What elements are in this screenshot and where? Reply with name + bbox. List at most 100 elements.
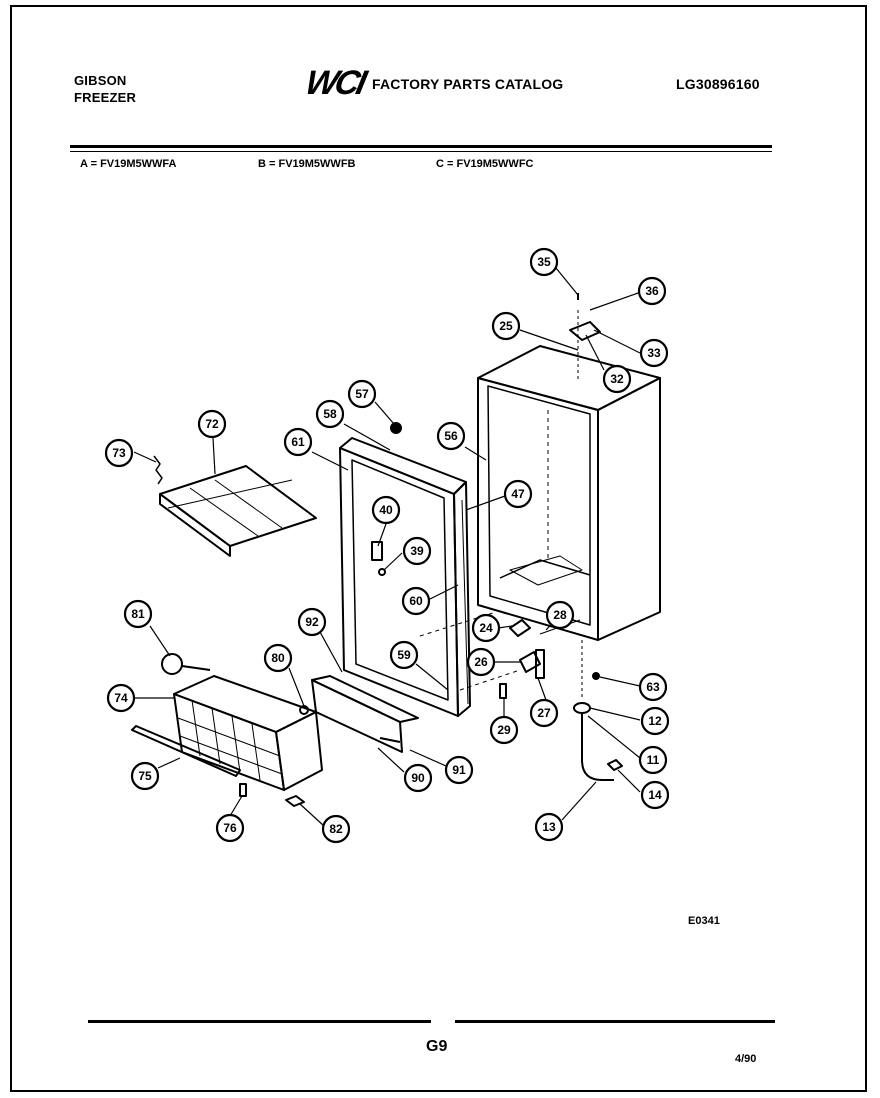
callout-circle bbox=[389, 640, 419, 670]
callout-36: 36 bbox=[637, 276, 667, 306]
callout-60: 60 bbox=[401, 586, 431, 616]
callout-circle bbox=[638, 672, 668, 702]
callout-number: 81 bbox=[131, 607, 145, 621]
callout-number: 35 bbox=[537, 255, 551, 269]
callout-47: 47 bbox=[503, 479, 533, 509]
callout-number: 80 bbox=[271, 651, 285, 665]
callout-59: 59 bbox=[389, 640, 419, 670]
callout-number: 92 bbox=[305, 615, 319, 629]
callout-92: 92 bbox=[297, 607, 327, 637]
callout-number: 29 bbox=[497, 723, 511, 737]
callout-circle bbox=[545, 600, 575, 630]
callout-number: 11 bbox=[647, 753, 660, 767]
callout-number: 57 bbox=[355, 387, 369, 401]
hinge-parts-drawing bbox=[499, 619, 600, 700]
callout-40: 40 bbox=[371, 495, 401, 525]
callout-58: 58 bbox=[315, 399, 345, 429]
drain-parts-drawing bbox=[573, 702, 623, 781]
callout-number: 40 bbox=[379, 503, 393, 517]
callout-circle bbox=[402, 536, 432, 566]
callout-circle bbox=[491, 311, 521, 341]
callout-14: 14 bbox=[640, 780, 670, 810]
callout-74: 74 bbox=[106, 683, 136, 713]
basket-drawing bbox=[131, 653, 323, 807]
callout-number: 59 bbox=[397, 648, 411, 662]
document-number: LG30896160 bbox=[676, 76, 760, 92]
callout-81: 81 bbox=[123, 599, 153, 629]
callout-circle bbox=[106, 683, 136, 713]
callout-73: 73 bbox=[104, 438, 134, 468]
revision-date: 4/90 bbox=[735, 1053, 757, 1065]
callout-number: 12 bbox=[648, 714, 662, 728]
model-b: B = FV19M5WWFB bbox=[258, 158, 356, 170]
callout-75: 75 bbox=[130, 761, 160, 791]
callout-number: 90 bbox=[411, 771, 425, 785]
callout-13: 13 bbox=[534, 812, 564, 842]
callout-circle bbox=[529, 247, 559, 277]
callout-circle bbox=[602, 364, 632, 394]
callout-number: 25 bbox=[499, 319, 513, 333]
callout-circle bbox=[197, 409, 227, 439]
callout-circle bbox=[321, 814, 351, 844]
callout-circle bbox=[371, 495, 401, 525]
callout-32: 32 bbox=[602, 364, 632, 394]
callout-number: 63 bbox=[646, 680, 660, 694]
callout-circle bbox=[639, 338, 669, 368]
callout-57: 57 bbox=[347, 379, 377, 409]
callout-90: 90 bbox=[403, 763, 433, 793]
footer-rule-right bbox=[455, 1020, 775, 1023]
callout-number: 61 bbox=[291, 435, 305, 449]
callout-circle bbox=[403, 763, 433, 793]
callout-39: 39 bbox=[402, 536, 432, 566]
callout-76: 76 bbox=[215, 813, 245, 843]
callout-circle bbox=[436, 421, 466, 451]
callout-61: 61 bbox=[283, 427, 313, 457]
callout-circle bbox=[466, 647, 496, 677]
header-rule bbox=[70, 145, 772, 148]
callout-circle bbox=[104, 438, 134, 468]
page-number: G9 bbox=[426, 1038, 448, 1055]
toe-grille-drawing bbox=[311, 675, 419, 753]
callout-circle bbox=[503, 479, 533, 509]
callout-number: 75 bbox=[138, 769, 152, 783]
callout-circle bbox=[640, 706, 670, 736]
callout-number: 58 bbox=[323, 407, 337, 421]
shelf-drawing bbox=[153, 455, 317, 557]
brand-name: GIBSON bbox=[74, 73, 127, 88]
door-drawing bbox=[339, 422, 471, 717]
callout-circle bbox=[444, 755, 474, 785]
callout-11: 11 bbox=[638, 745, 668, 775]
header-rule-thin bbox=[70, 151, 772, 152]
callout-33: 33 bbox=[639, 338, 669, 368]
callout-91: 91 bbox=[444, 755, 474, 785]
callout-number: 56 bbox=[444, 429, 458, 443]
callout-63: 63 bbox=[638, 672, 668, 702]
callout-82: 82 bbox=[321, 814, 351, 844]
callout-number: 39 bbox=[410, 544, 424, 558]
callout-number: 24 bbox=[479, 621, 493, 635]
callout-circle bbox=[638, 745, 668, 775]
callout-24: 24 bbox=[471, 613, 501, 643]
callout-27: 27 bbox=[529, 698, 559, 728]
callout-number: 36 bbox=[645, 284, 659, 298]
callout-circle bbox=[215, 813, 245, 843]
diagram-code: E0341 bbox=[688, 915, 720, 927]
catalog-sheet bbox=[10, 5, 867, 1092]
callout-circle bbox=[640, 780, 670, 810]
callout-72: 72 bbox=[197, 409, 227, 439]
model-c: C = FV19M5WWFC bbox=[436, 158, 534, 170]
callout-number: 33 bbox=[647, 346, 661, 360]
callout-circle bbox=[123, 599, 153, 629]
callout-circle bbox=[315, 399, 345, 429]
callout-number: 32 bbox=[610, 372, 624, 386]
callout-circle bbox=[534, 812, 564, 842]
callout-number: 14 bbox=[648, 788, 662, 802]
callout-circle bbox=[347, 379, 377, 409]
callout-26: 26 bbox=[466, 647, 496, 677]
callout-28: 28 bbox=[545, 600, 575, 630]
callout-25: 25 bbox=[491, 311, 521, 341]
cabinet-drawing bbox=[477, 293, 661, 641]
product-type: FREEZER bbox=[74, 90, 137, 105]
callout-56: 56 bbox=[436, 421, 466, 451]
